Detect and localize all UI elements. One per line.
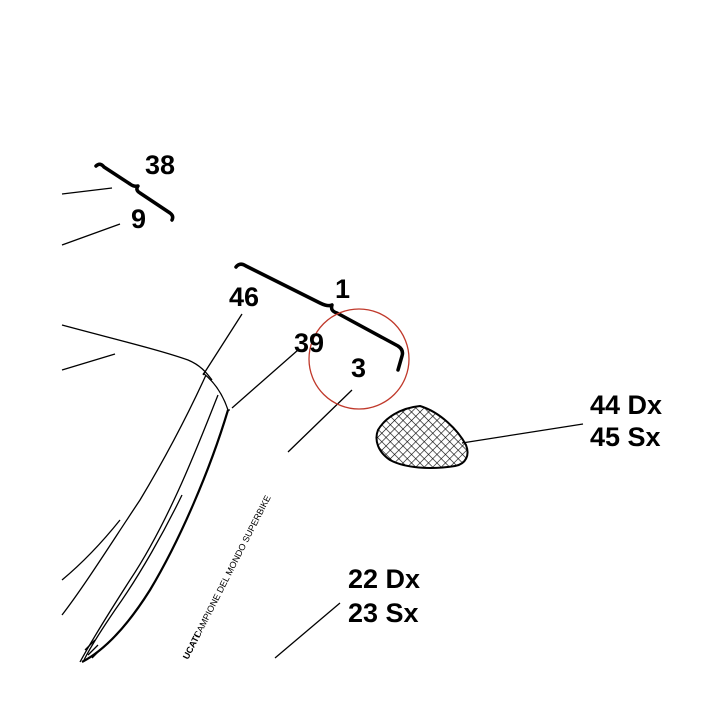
fairing-front-edge — [81, 409, 230, 663]
label-9: 9 — [131, 204, 146, 234]
mesh-grille — [375, 404, 469, 469]
label-1: 1 — [335, 274, 350, 304]
brace-1 — [234, 262, 405, 372]
fairing-inner-line — [61, 353, 116, 371]
highlight-circle — [308, 308, 410, 410]
leader-38 — [61, 187, 113, 195]
fairing-curve-2 — [61, 374, 207, 616]
fairing-hatch — [84, 639, 103, 659]
label-45: 45 Sx — [590, 422, 661, 452]
fairing-curve-1 — [79, 394, 219, 663]
fairing-top-edge — [61, 324, 213, 381]
label-38: 38 — [145, 150, 175, 180]
leader-44 — [461, 423, 584, 444]
brace-38 — [94, 162, 175, 222]
fairing-decal: UCATI CAMPIONE DEL MONDO SUPERBIKE — [181, 494, 273, 661]
fairing-corner — [202, 372, 230, 411]
leader-39 — [231, 349, 299, 409]
label-23: 23 Sx — [348, 598, 419, 628]
label-22: 22 Dx — [348, 564, 420, 594]
label-44: 44 Dx — [590, 390, 662, 420]
decal-text: CAMPIONE DEL MONDO SUPERBIKE — [192, 494, 273, 640]
label-46: 46 — [229, 282, 259, 312]
fairing-curve-4 — [83, 494, 183, 661]
leader-46 — [202, 313, 243, 376]
fairing-curve-3 — [61, 519, 121, 581]
label-3: 3 — [351, 353, 366, 383]
leader-22 — [274, 602, 341, 659]
leader-9 — [61, 223, 121, 246]
leader-3 — [287, 389, 353, 453]
label-39: 39 — [294, 328, 324, 358]
